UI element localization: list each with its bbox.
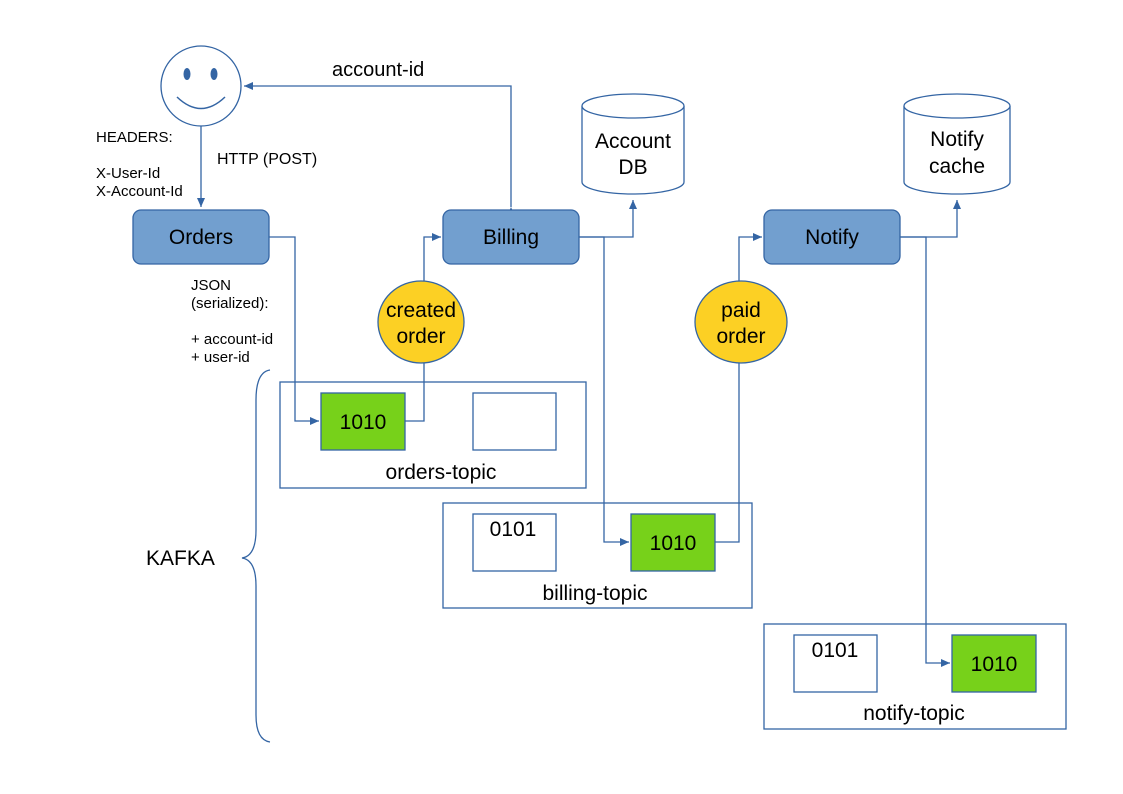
notify-topic-old-message <box>793 634 878 693</box>
paid-order-event: paid order <box>694 280 788 364</box>
notify-service-label: Notify <box>805 226 859 249</box>
billing-service-label: Billing <box>483 226 539 249</box>
billing-consume-arrow <box>715 233 762 543</box>
orders-service: Orders <box>132 209 270 265</box>
account-id-label: account-id <box>332 59 424 81</box>
notify-topic-box: 0101 1010 notify-topic <box>763 623 1067 730</box>
header-user-id: X-User-Id <box>96 165 160 182</box>
billing-topic-box: 0101 1010 billing-topic <box>442 502 753 609</box>
notify-to-cache-arrow <box>900 200 961 238</box>
notify-cache-cylinder: Notify cache <box>903 93 1011 195</box>
notify-cache-label-2: cache <box>929 155 985 178</box>
billing-publish-arrow <box>579 236 629 546</box>
billing-to-db-arrow <box>579 200 637 238</box>
payload-line-4: + user-id <box>191 349 250 366</box>
orders-topic-label: orders-topic <box>386 461 497 484</box>
created-order-event: created order <box>377 280 465 364</box>
orders-topic-message-label: 1010 <box>340 411 387 434</box>
notify-topic-message <box>951 634 1037 693</box>
orders-service-label: Orders <box>169 226 233 249</box>
header-account-id: X-Account-Id <box>96 183 183 200</box>
kafka-label: KAFKA <box>146 547 215 570</box>
kafka-brace <box>241 369 271 743</box>
billing-topic-message-label: 1010 <box>650 532 697 555</box>
billing-topic-old-message <box>472 513 557 572</box>
notify-topic-message-label: 1010 <box>971 653 1018 676</box>
orders-topic-box: 1010 orders-topic <box>279 381 587 489</box>
billing-topic-old-message-label: 0101 <box>490 518 537 541</box>
paid-order-ellipse <box>694 280 788 364</box>
billing-topic-label: billing-topic <box>542 582 647 605</box>
payload-line-1: JSON <box>191 277 231 294</box>
account-db-label-1: Account <box>595 130 671 153</box>
created-order-label-1: created <box>386 299 456 322</box>
notify-cache-label-1: Notify <box>930 128 984 151</box>
notify-publish-arrow <box>900 236 950 667</box>
billing-service: Billing <box>442 209 580 265</box>
payload-line-2: (serialized): <box>191 295 269 312</box>
smiley-face-icon <box>160 45 242 127</box>
http-post-label: HTTP (POST) <box>217 151 317 168</box>
created-order-label-2: order <box>396 325 445 348</box>
account-id-arrow <box>244 82 515 216</box>
created-order-ellipse <box>377 280 465 364</box>
notify-topic-label: notify-topic <box>863 702 965 725</box>
paid-order-label-1: paid <box>721 299 761 322</box>
orders-topic-empty-slot <box>472 392 557 451</box>
billing-topic-message <box>630 513 716 572</box>
orders-topic-message <box>320 392 406 451</box>
account-db-cylinder: Account DB <box>581 93 685 195</box>
orders-publish-arrow <box>269 236 319 425</box>
notify-topic-old-message-label: 0101 <box>812 639 859 662</box>
notify-service: Notify <box>763 209 901 265</box>
paid-order-label-2: order <box>716 325 765 348</box>
payload-line-3: + account-id <box>191 331 273 348</box>
account-db-label-2: DB <box>618 156 647 179</box>
headers-title: HEADERS: <box>96 129 173 146</box>
